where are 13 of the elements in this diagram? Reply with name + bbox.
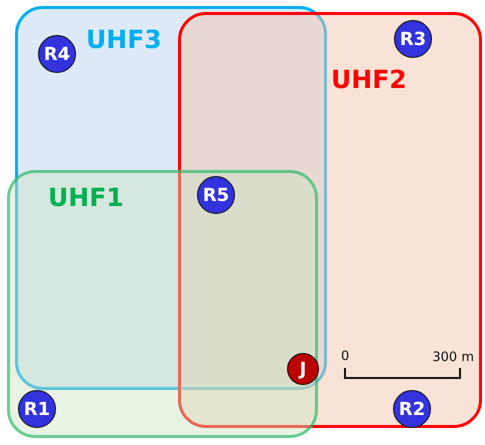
site-marker: R5 bbox=[197, 176, 235, 214]
scale-label: 300 m bbox=[432, 350, 474, 365]
region-outline bbox=[178, 12, 482, 428]
region-label: UHF2 bbox=[331, 65, 407, 94]
site-marker: R3 bbox=[394, 20, 432, 58]
region-label: UHF3 bbox=[86, 25, 162, 54]
site-marker: R1 bbox=[18, 390, 56, 428]
site-marker: J bbox=[287, 353, 319, 385]
site-marker: R2 bbox=[393, 390, 431, 428]
site-marker: R4 bbox=[38, 35, 76, 73]
region-label: UHF1 bbox=[48, 183, 124, 212]
scale-label: 0 bbox=[341, 349, 350, 364]
region-outline bbox=[7, 170, 318, 438]
